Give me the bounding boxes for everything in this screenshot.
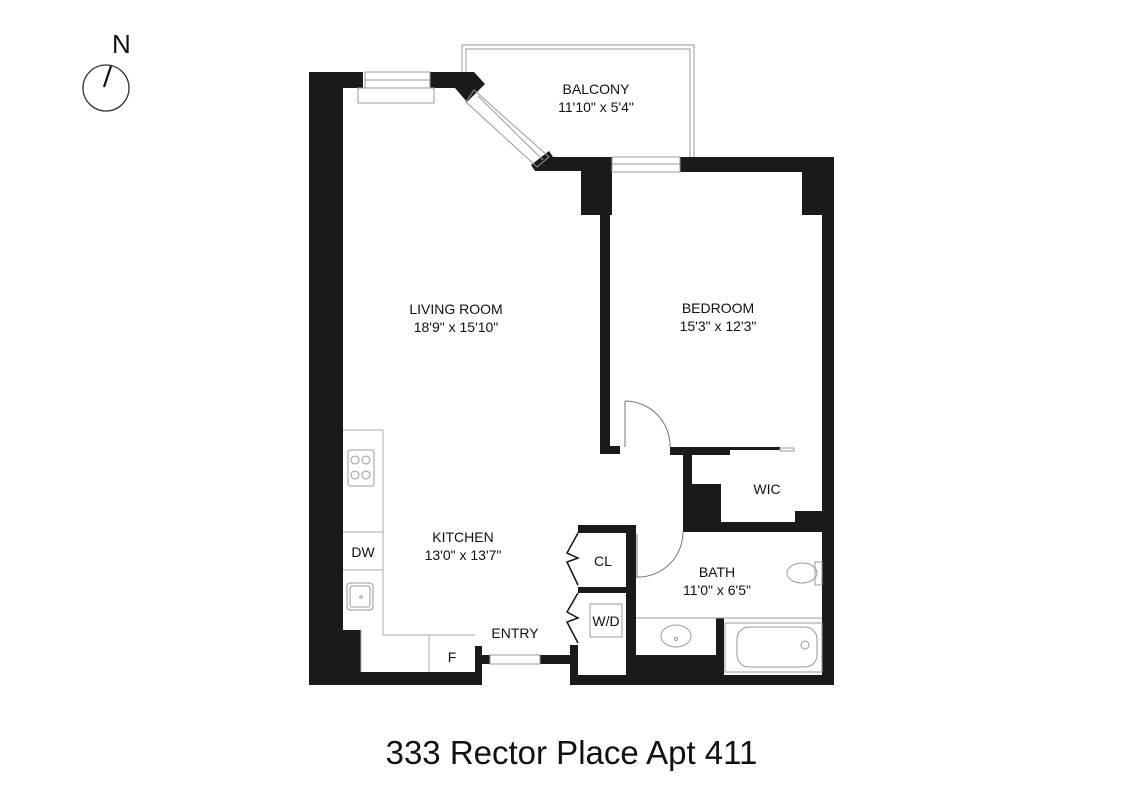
- balcony-railing: [461, 44, 695, 158]
- wic-label: WIC: [753, 481, 781, 497]
- windows: [357, 71, 795, 665]
- bath-fixtures: [636, 561, 823, 673]
- room-name: BALCONY: [562, 81, 630, 97]
- washer-dryer-label: W/D: [592, 613, 620, 629]
- bath-label: BATH 11'0" x 6'5": [683, 563, 751, 599]
- walls: [309, 72, 834, 685]
- room-size: 13'0" x 13'7": [424, 547, 502, 563]
- room-size: 15'3" x 12'3": [679, 318, 757, 334]
- kitchen-label: KITCHEN 13'0" x 13'7": [425, 528, 502, 564]
- kitchen-counter: [343, 429, 475, 672]
- kitchen-sink-icon: [346, 582, 374, 611]
- room-name: BATH: [698, 564, 736, 580]
- room-size: 18'9" x 15'10": [413, 319, 499, 335]
- stove-icon: [347, 449, 375, 487]
- living-room-label: LIVING ROOM 18'9" x 15'10": [409, 300, 502, 336]
- room-name: LIVING ROOM: [409, 301, 503, 317]
- closet-bifold-doors: [565, 532, 580, 644]
- dishwasher-label: DW: [351, 544, 375, 560]
- room-name: KITCHEN: [432, 529, 494, 545]
- closet-label: CL: [594, 553, 612, 569]
- fridge-label: F: [447, 649, 457, 665]
- north-arrow-icon: [82, 64, 130, 112]
- washer-dryer-box: [589, 603, 623, 638]
- balcony-label: BALCONY 11'10" x 5'4": [558, 80, 634, 116]
- room-size: 11'0" x 6'5": [683, 582, 751, 598]
- address-title: 333 Rector Place Apt 411: [385, 734, 758, 771]
- doors: [624, 400, 684, 578]
- room-name: BEDROOM: [681, 300, 755, 316]
- bedroom-label: BEDROOM 15'3" x 12'3": [680, 299, 757, 335]
- entry-label: ENTRY: [491, 625, 539, 641]
- room-size: 11'10" x 5'4": [558, 99, 634, 115]
- north-label: N: [112, 29, 131, 59]
